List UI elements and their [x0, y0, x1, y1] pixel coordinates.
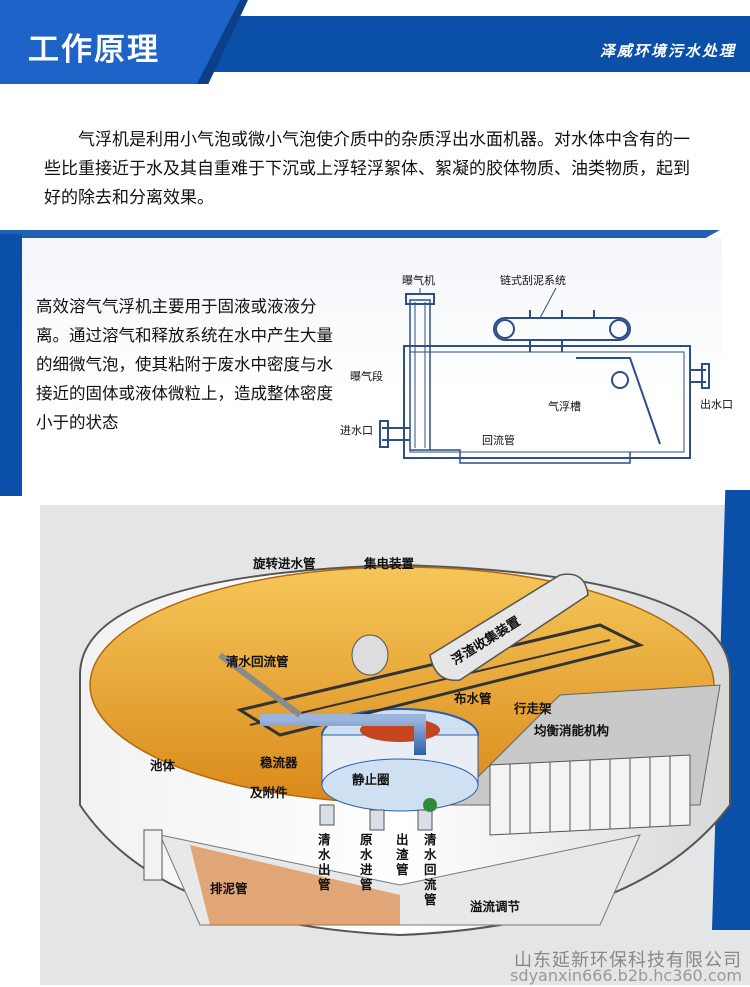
watermark-url: sdyanxin666.b2b.hc360.com [510, 966, 742, 985]
label-walkway: 行走架 [513, 701, 552, 716]
flotation-schematic: 曝气机 链式刮泥系统 曝气段 气浮槽 进水口 出水口 回流管 [330, 258, 740, 478]
label-energy-dissipator: 均衡消能机构 [534, 723, 609, 738]
label-scum-outlet: 出渣管 [396, 832, 409, 877]
label-tank: 池体 [150, 758, 176, 773]
page-title: 工作原理 [28, 32, 160, 68]
label-clear-outlet: 清水出管 [318, 832, 331, 892]
label-sludge-pipe: 排泥管 [210, 881, 248, 896]
section2-side-bar [0, 234, 22, 496]
label-accessories: 及附件 [250, 785, 288, 800]
section2-background [22, 238, 722, 498]
label-clear-return-pipe: 清水回流管 [424, 832, 437, 907]
label-scraper: 链式刮泥系统 [500, 273, 566, 287]
label-aeration-section: 曝气段 [350, 369, 383, 383]
label-aerator: 曝气机 [402, 273, 435, 287]
circular-flotation-illustration: 旋转进水管 集电装置 清水回流管 布水管 行走架 均衡消能机构 池体 稳流器 及… [40, 505, 740, 945]
section2-top-line [0, 230, 720, 238]
label-distributor: 布水管 [454, 691, 492, 706]
label-rotating-inlet: 旋转进水管 [252, 556, 316, 571]
brand-name: 泽威环境污水处理 [599, 42, 736, 60]
intro-paragraph: 气浮机是利用小气泡或微小气泡使介质中的杂质浮出水面机器。对水体中含有的一些比重接… [44, 130, 690, 208]
label-static-ring: 静止圈 [352, 772, 390, 787]
label-clear-return: 清水回流管 [226, 654, 289, 669]
section2-paragraph: 高效溶气气浮机主要用于固液或液液分离。通过溶气和释放系统在水中产生大量的细微气泡… [36, 297, 333, 432]
label-flotation-tank: 气浮槽 [548, 399, 581, 413]
label-outlet: 出水口 [700, 397, 733, 411]
label-collector: 集电装置 [363, 556, 415, 571]
label-overflow: 溢流调节 [470, 899, 521, 914]
label-return-pipe: 回流管 [482, 433, 515, 447]
header-tab [0, 0, 240, 84]
label-stabilizer: 稳流器 [260, 755, 298, 770]
label-inlet: 进水口 [340, 424, 373, 437]
watermark-company: 山东延新环保科技有限公司 [514, 950, 742, 971]
label-raw-inlet: 原水进管 [360, 832, 373, 892]
